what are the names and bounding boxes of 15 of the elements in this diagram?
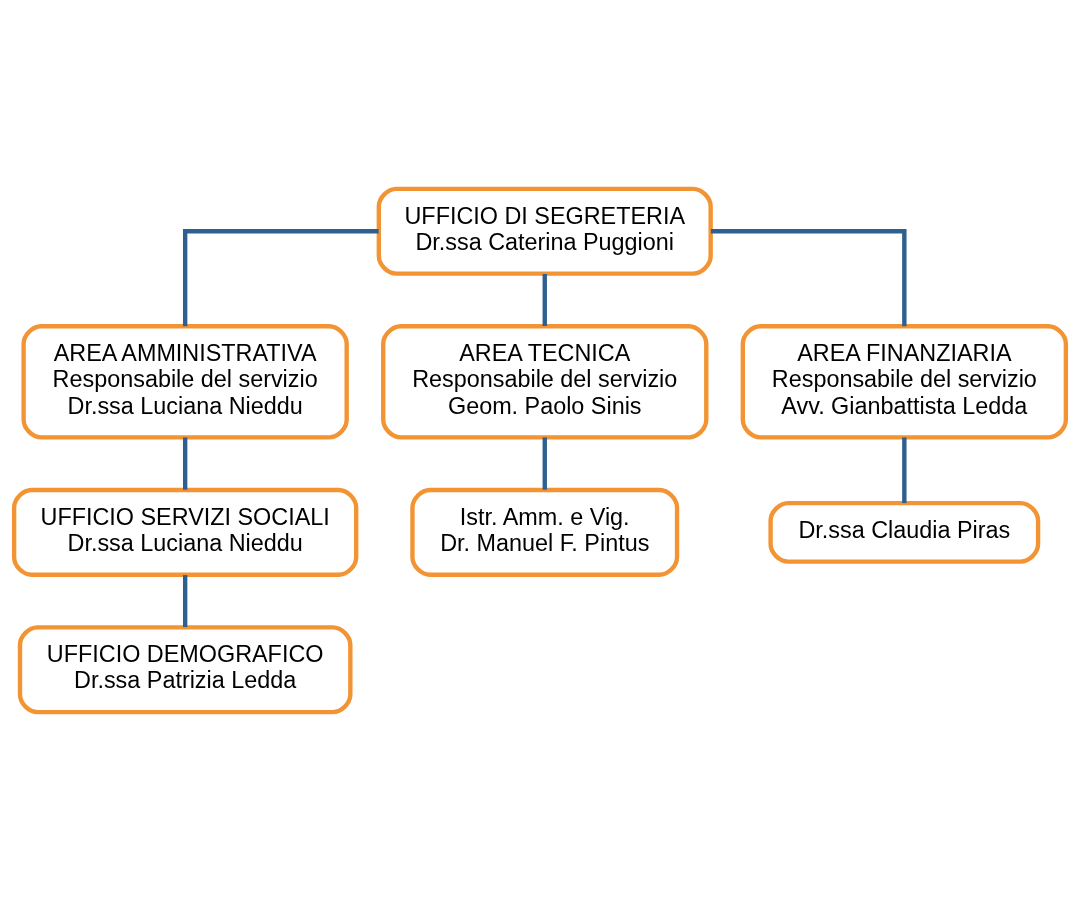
node-box: AREA FINANZIARIA Responsabile del servizio Avv. Gianbattista Ledda [740, 323, 1069, 440]
node-box: UFFICIO DI SEGRETERIA Dr.ssa Caterina Puggioni [376, 186, 713, 276]
node-box: AREA TECNICA Responsabile del servizio Geom. Paolo Sinis [381, 323, 709, 440]
node-box: UFFICIO DEMOGRAFICO Dr.ssa Patrizia Ledda [17, 624, 353, 714]
node-box: AREA AMMINISTRATIVA Responsabile del servizio Dr.ssa Luciana Nieddu [21, 323, 349, 440]
connector [182, 228, 379, 326]
connector [710, 228, 907, 326]
connector [902, 436, 907, 503]
node-box: Istr. Amm. e Vig. Dr. Manuel F. Pintus [410, 487, 680, 577]
node-box: UFFICIO SERVIZI SOCIALI Dr.ssa Luciana Nieddu [11, 487, 359, 577]
connector [182, 574, 188, 627]
node-box: Dr.ssa Claudia Piras [768, 500, 1041, 564]
connector [542, 436, 547, 490]
connector [542, 273, 547, 326]
connector [182, 436, 188, 490]
